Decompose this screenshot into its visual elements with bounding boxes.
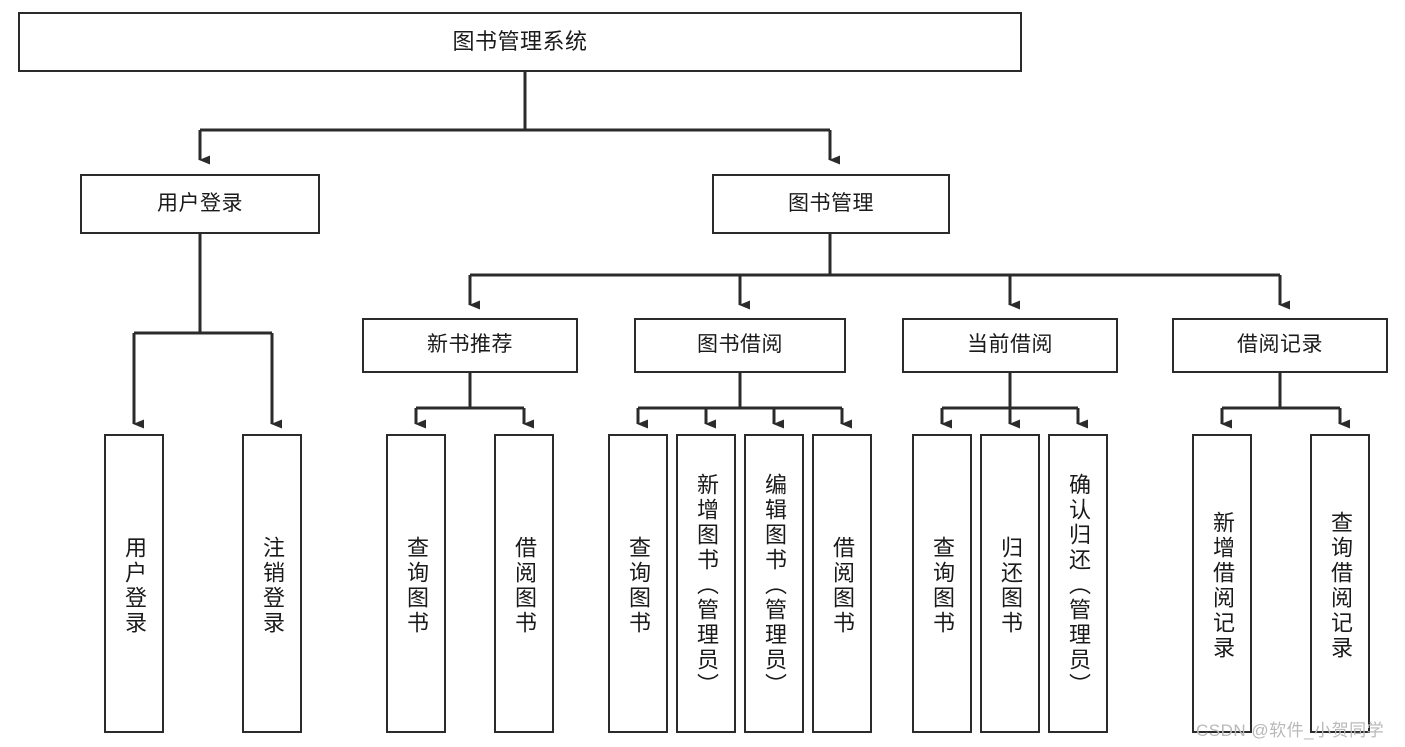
leaf-borrow-record-query-record[interactable]: 查询借阅记录 [1310,434,1370,733]
node-label: 查询图书 [626,535,651,636]
leaf-current-borrow-confirm-return-admin[interactable]: 确认归还（管理员） [1048,434,1108,733]
node-user-login[interactable]: 用户登录 [80,174,320,234]
watermark-csdn: CSDN @软件_小贺同学 [1196,721,1385,740]
leaf-book-borrow-edit-book-admin[interactable]: 编辑图书（管理员） [744,434,804,733]
node-label: 图书管理 [788,191,874,215]
leaf-current-borrow-query-book[interactable]: 查询图书 [912,434,972,733]
leaf-new-book-borrow-book[interactable]: 借阅图书 [494,434,554,733]
leaf-borrow-record-add-record[interactable]: 新增借阅记录 [1192,434,1252,733]
node-label: 新书推荐 [427,333,513,357]
node-label: 确认归还（管理员） [1066,473,1091,698]
node-new-book-recommend[interactable]: 新书推荐 [362,318,578,373]
node-label: 注销登录 [260,535,285,636]
node-label: 新增图书（管理员） [694,473,719,698]
node-label: 借阅图书 [830,535,855,636]
node-borrow-record[interactable]: 借阅记录 [1172,318,1388,373]
node-label: 用户登录 [122,535,147,636]
leaf-user-login-login[interactable]: 用户登录 [104,434,164,733]
leaf-new-book-query-book[interactable]: 查询图书 [386,434,446,733]
leaf-book-borrow-borrow-book[interactable]: 借阅图书 [812,434,872,733]
node-root-book-management-system[interactable]: 图书管理系统 [18,12,1022,72]
node-label: 查询图书 [404,535,429,636]
node-label: 查询图书 [930,535,955,636]
node-label: 借阅图书 [512,535,537,636]
node-book-borrow[interactable]: 图书借阅 [634,318,846,373]
node-label: 用户登录 [157,191,243,215]
node-label: 借阅记录 [1237,333,1323,357]
node-label: 查询借阅记录 [1328,510,1353,661]
node-label: 编辑图书（管理员） [762,473,787,698]
node-label: 图书管理系统 [452,29,588,55]
leaf-book-borrow-query-book[interactable]: 查询图书 [608,434,668,733]
node-book-management[interactable]: 图书管理 [712,174,950,234]
node-current-borrow[interactable]: 当前借阅 [902,318,1118,373]
leaf-user-login-logout[interactable]: 注销登录 [242,434,302,733]
node-label: 归还图书 [998,535,1023,636]
node-label: 当前借阅 [967,333,1053,357]
leaf-book-borrow-add-book-admin[interactable]: 新增图书（管理员） [676,434,736,733]
leaf-current-borrow-return-book[interactable]: 归还图书 [980,434,1040,733]
node-label: 图书借阅 [697,333,783,357]
node-label: 新增借阅记录 [1210,510,1235,661]
